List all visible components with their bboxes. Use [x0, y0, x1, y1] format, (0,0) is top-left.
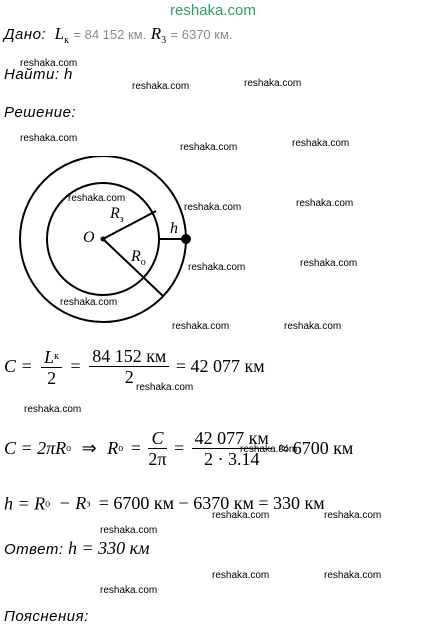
watermark-text: reshaka.com — [296, 198, 354, 209]
equation-orbit-radius: C = 2πRо ⇒ Rо = C 2π = 42 077 км 2 · 3.1… — [4, 428, 354, 469]
given-line: Дано: Lк = 84 152 км. R3 = 6370 км. — [4, 24, 233, 46]
given-label: Дано: — [4, 26, 47, 43]
solution-label: Решение: — [4, 104, 77, 121]
given-l-sub: к — [64, 35, 69, 46]
site-watermark-top[interactable]: reshaka.com — [170, 2, 256, 19]
watermark-text: reshaka.com — [100, 585, 158, 596]
satellite-point — [181, 234, 191, 244]
watermark-text: reshaka.com — [240, 444, 298, 455]
find-symbol: h — [63, 66, 73, 83]
orbit-diagram — [19, 156, 191, 323]
given-r-value: = 6370 км. — [170, 27, 233, 42]
watermark-text: reshaka.com — [136, 382, 194, 393]
watermark-text: reshaka.com — [184, 202, 242, 213]
center-point — [100, 236, 106, 242]
watermark-text: reshaka.com — [68, 193, 126, 204]
watermark-text: reshaka.com — [212, 510, 270, 521]
ro-label: Rо — [131, 248, 146, 268]
watermark-text: reshaka.com — [244, 78, 302, 89]
given-r-symbol: R — [150, 24, 162, 43]
watermark-text: reshaka.com — [60, 297, 118, 308]
center-label: O — [83, 229, 95, 246]
given-r-sub: 3 — [161, 35, 167, 46]
given-l-value: = 84 152 км. — [73, 27, 147, 42]
watermark-text: reshaka.com — [180, 142, 238, 153]
watermark-text: reshaka.com — [24, 404, 82, 415]
watermark-text: reshaka.com — [100, 525, 158, 536]
watermark-text: reshaka.com — [188, 262, 246, 273]
rz-label: Rз — [110, 205, 124, 225]
watermark-text: reshaka.com — [300, 258, 358, 269]
answer-label: Ответ: — [4, 541, 64, 558]
given-l-symbol: L — [54, 24, 65, 43]
watermark-text: reshaka.com — [284, 321, 342, 332]
watermark-text: reshaka.com — [172, 321, 230, 332]
answer-line: Ответ: h = 330 км — [4, 538, 150, 559]
earth-radius-line — [102, 210, 157, 240]
explanation-label: Пояснения: — [4, 608, 89, 625]
watermark-text: reshaka.com — [212, 570, 270, 581]
watermark-text: reshaka.com — [20, 58, 78, 69]
watermark-text: reshaka.com — [324, 570, 382, 581]
h-label: h — [170, 220, 178, 237]
watermark-text: reshaka.com — [132, 81, 190, 92]
find-label: Найти: — [4, 66, 60, 83]
orbit-radius-line — [102, 238, 164, 297]
answer-value: h = 330 км — [67, 538, 150, 558]
watermark-text: reshaka.com — [20, 133, 78, 144]
watermark-text: reshaka.com — [292, 138, 350, 149]
find-line: Найти: h — [4, 66, 73, 84]
equation-circumference: C = Lк 2 = 84 152 км 2 = 42 077 км — [4, 345, 265, 388]
equation-height: h = Rо − Rз = 6700 км − 6370 км = 330 км — [4, 493, 325, 514]
watermark-text: reshaka.com — [324, 510, 382, 521]
